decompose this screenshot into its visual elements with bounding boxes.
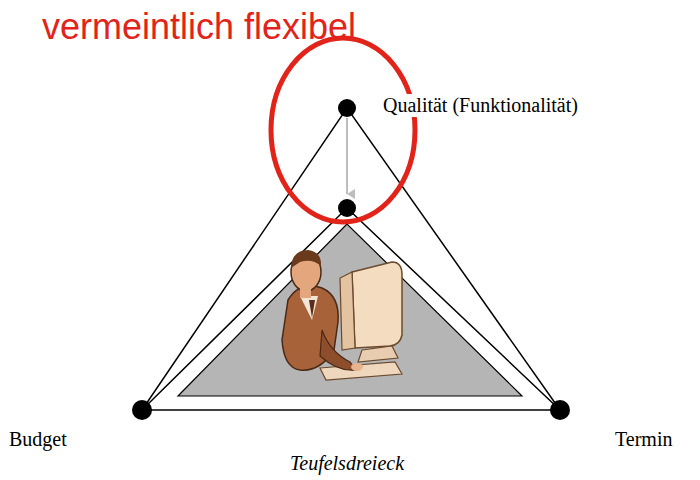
vertex-dot xyxy=(550,400,570,420)
vertex-dot xyxy=(132,400,152,420)
vertex-label: Budget xyxy=(8,428,68,451)
outer-triangle xyxy=(142,108,560,410)
vertex-label: Qualität (Funktionalität) xyxy=(382,94,579,117)
diagram-caption: Teufelsdreieck xyxy=(290,452,404,475)
shrink-arrow xyxy=(346,118,348,194)
vertex-dot xyxy=(338,99,356,117)
vertex-dot xyxy=(338,199,356,217)
highlight-ellipse xyxy=(271,38,415,222)
highlight-title: vermeintlich flexibel xyxy=(42,6,356,47)
person-clipart xyxy=(282,250,402,380)
grey-triangle xyxy=(178,224,522,396)
reduced-triangle xyxy=(142,208,560,410)
triangle-base xyxy=(142,409,560,411)
vertex-label: Termin xyxy=(614,428,673,451)
